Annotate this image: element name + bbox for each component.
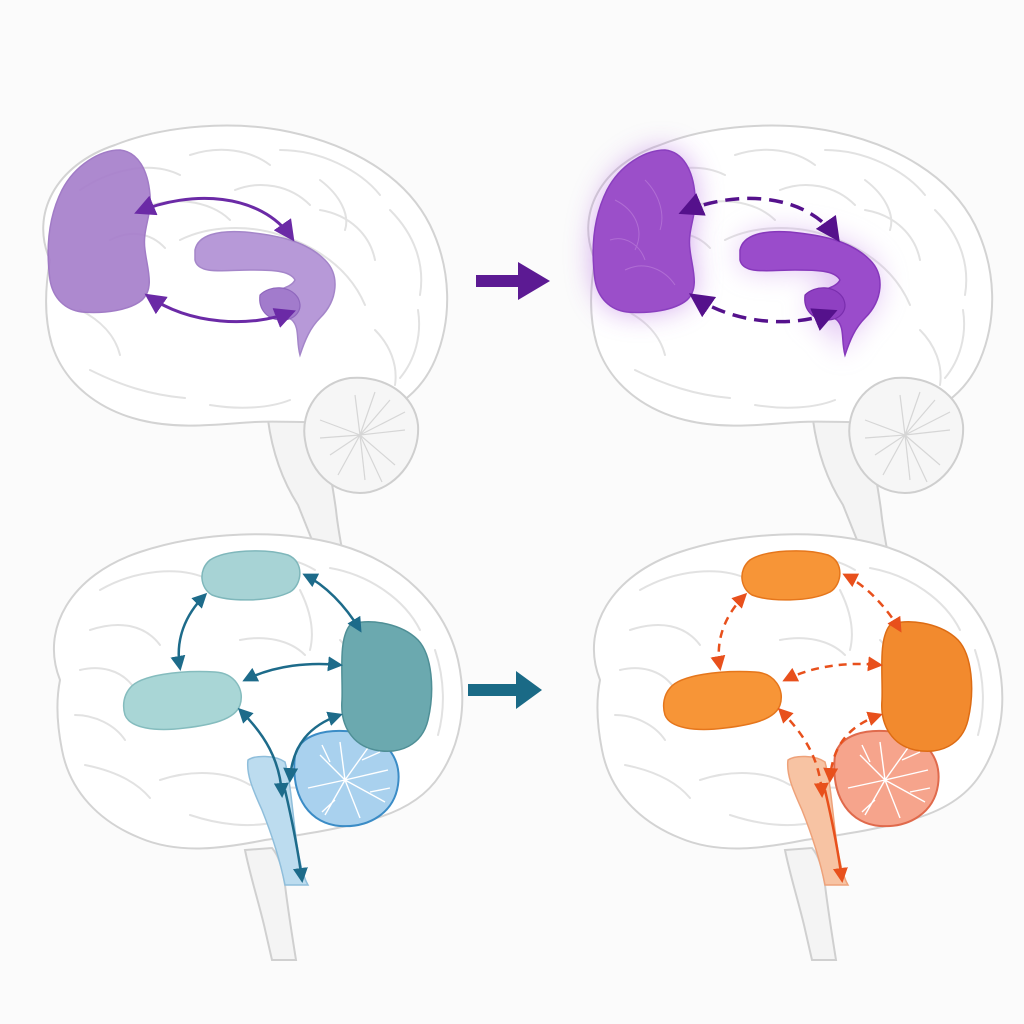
- temporal-region: [662, 670, 782, 731]
- arrow-parietal-brainstem: [823, 711, 883, 783]
- arrow-superior-parietal: [302, 573, 362, 633]
- parietal-region: [881, 621, 973, 752]
- connection-arrow-lower: [144, 293, 296, 328]
- temporal-region: [122, 670, 242, 731]
- superior-region: [741, 550, 841, 601]
- arrow-temporal-brainstem: [237, 707, 289, 798]
- panel-bottom-left: [52, 533, 464, 961]
- connection-arrow-upper: [134, 195, 295, 242]
- arrow-brainstem-down: [283, 789, 308, 883]
- arrow-superior-temporal: [710, 592, 748, 671]
- panel-top-right: [587, 124, 994, 571]
- panel-top-left: [42, 124, 449, 571]
- superior-region: [201, 550, 301, 601]
- prefrontal-region: [592, 149, 696, 314]
- arrow-temporal-brainstem: [777, 707, 829, 798]
- arrow-brainstem-down: [823, 789, 848, 883]
- arrow-temporal-parietal: [782, 656, 883, 682]
- parietal-region: [341, 621, 433, 752]
- arrow-parietal-brainstem: [283, 711, 343, 783]
- arrow-temporal-parietal: [242, 656, 343, 682]
- arrow-superior-parietal: [842, 573, 902, 633]
- prefrontal-region: [47, 149, 151, 314]
- transition-arrow-top: [476, 262, 550, 300]
- prefrontal-texture: [609, 179, 676, 286]
- panel-bottom-right: [592, 533, 1004, 961]
- connection-arrow-lower-dashed: [688, 293, 838, 331]
- transition-arrow-bottom: [468, 671, 542, 709]
- arrow-superior-temporal: [170, 592, 208, 671]
